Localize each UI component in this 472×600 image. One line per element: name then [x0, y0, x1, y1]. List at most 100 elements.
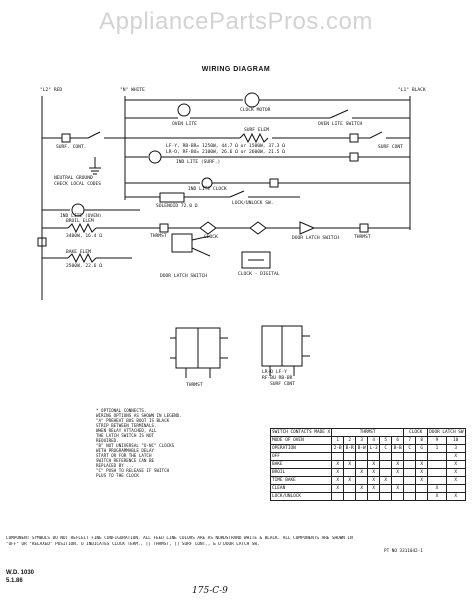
table-header-door: DOOR LATCH SW — [427, 428, 466, 437]
table-cell — [403, 452, 417, 461]
table-cell: BAKE — [269, 460, 333, 469]
table-cell: 10 — [445, 436, 466, 445]
table-cell: X — [343, 476, 357, 485]
table-cell — [367, 452, 381, 461]
table-cell — [391, 492, 405, 501]
handwritten-code: 175-C-9 — [192, 586, 228, 596]
oven-lite-bulb — [177, 103, 191, 117]
table-row: OPERATION 2-B B-R B-W L-3 C B-B C G 1 3 — [269, 444, 466, 453]
lr-lf-label: LR-O LF-Y — [262, 370, 287, 375]
table-cell — [355, 460, 369, 469]
broil-elem-label: BROIL ELEM — [66, 219, 94, 224]
neutral-ground-label: NEUTRAL GROUND — [54, 176, 93, 181]
note: PLUS TO THE CLOCK — [96, 473, 139, 478]
table-cell — [355, 452, 369, 461]
table-cell: TIME BAKE — [269, 476, 333, 485]
door-latch-box — [171, 233, 193, 253]
table-cell — [379, 468, 393, 477]
table-cell: X — [355, 484, 369, 493]
surf-elem-label: SURF ELEM — [244, 128, 269, 133]
thrmst-right-label: THRMST — [354, 235, 371, 240]
table-cell — [379, 484, 393, 493]
table-cell: X — [367, 476, 381, 485]
table-cell — [427, 468, 447, 477]
note: "C" PUSH TO RELEASE IF SWITCH — [96, 468, 170, 473]
wd-number: W.D. 1030 — [6, 570, 35, 576]
surf-cont-right-label: SURF CONT — [378, 145, 403, 150]
note: REPLACED BY ... — [96, 463, 134, 468]
surf-cont-left-label: SURF. CONT. — [56, 145, 87, 150]
n-rail-label: "N" WHITE — [120, 88, 145, 93]
table-cell: 3 — [445, 444, 466, 453]
door-latch-contact — [299, 221, 316, 235]
l2-rail-label: "L2" RED — [40, 88, 63, 93]
note: "A" PREHEAT BUS BOOT IS BLACK — [96, 418, 170, 423]
table-header-clock: CLOCK — [403, 428, 429, 437]
table-cell — [403, 484, 417, 493]
table-cell: 2 — [343, 436, 357, 445]
table-header-thrmst: THRMST — [331, 428, 405, 437]
note: WHEN RELAY ATTACHED, ALL — [96, 428, 157, 433]
table-cell: X — [391, 468, 405, 477]
table-cell — [391, 452, 405, 461]
table-cell — [415, 452, 429, 461]
ind-lite-surf — [148, 150, 162, 164]
table-cell: G — [415, 444, 429, 453]
table-row: CLEAN X X X X X — [269, 484, 466, 493]
table-cell: X — [343, 460, 357, 469]
footer-notes: COMPONENT SYMBOLS DO NOT REFLECT FINE CO… — [6, 536, 468, 547]
door-latch-switch-lower-label: DOOR LATCH SWITCH — [160, 274, 208, 279]
table-cell — [445, 484, 466, 493]
table-cell — [355, 476, 369, 485]
table-cell — [427, 476, 447, 485]
table-row: LOCK/UNLOCK X X — [269, 492, 466, 501]
table-cell: MODE OF OVEN — [269, 436, 333, 445]
bake-spec-label: 2500W, 22.6 Ω — [66, 264, 102, 269]
table-row: BAKE X X X X X X — [269, 460, 466, 469]
table-cell: 5 — [379, 436, 393, 445]
table-cell — [331, 452, 345, 461]
lock-unlock-label: LOCK/UNLOCK SW. — [232, 201, 274, 206]
table-row: MODE OF OVEN 1 2 3 4 5 6 7 8 9 10 — [269, 436, 466, 445]
table-cell: 9 — [427, 436, 447, 445]
thrmst-label: THRMST — [150, 234, 167, 239]
table-cell — [343, 492, 357, 501]
table-cell: 8 — [415, 436, 429, 445]
table-cell: CLEAN — [269, 484, 333, 493]
clock-contact — [199, 221, 217, 235]
note: "B" NOT UNIVERSAL "O-NC" CLOCKS — [96, 443, 175, 448]
note: WIRING OPTIONS AS SHOWN IN LEGEND. — [96, 413, 182, 418]
table-cell — [403, 492, 417, 501]
door-latch-switch-label: DOOR LATCH SWITCH — [292, 236, 340, 241]
table-cell — [415, 492, 429, 501]
check-local-label: CHECK LOCAL CODES — [54, 182, 102, 187]
table-cell: X — [379, 476, 393, 485]
note: SWITCH REFERENCE CAN BE — [96, 458, 154, 463]
footer-line-2: "OFF" OR "RELAXED" POSITION. O INDICATES… — [6, 541, 260, 547]
clock-digital-box — [241, 251, 271, 269]
table-cell — [403, 476, 417, 485]
part-number: PT NO 3311042-1 — [384, 549, 423, 554]
table-cell: C — [379, 444, 393, 453]
table-cell: X — [445, 468, 466, 477]
table-cell: OFF — [269, 452, 333, 461]
footer-line-1: COMPONENT SYMBOLS DO NOT REFLECT FINE CO… — [6, 536, 353, 541]
table-cell — [355, 492, 369, 501]
table-cell: LOCK/UNLOCK — [269, 492, 333, 501]
note: * OPTIONAL CONNECTS. — [96, 408, 147, 413]
table-cell — [427, 460, 447, 469]
table-cell: B-R — [343, 444, 357, 453]
table-cell: 4 — [367, 436, 381, 445]
table-cell: X — [445, 460, 466, 469]
ind-lite-surf-label: IND LITE (SURF.) — [176, 160, 221, 165]
table-cell — [391, 476, 405, 485]
note: REQUIRED. — [96, 438, 119, 443]
table-row: TIME BAKE X X X X X X — [269, 476, 466, 485]
clock-digital-label: CLOCK - DIGITAL — [238, 272, 280, 277]
table-cell: X — [367, 460, 381, 469]
table-cell — [343, 452, 357, 461]
table-cell: X — [445, 492, 466, 501]
wd-date: 5.1.86 — [6, 578, 23, 584]
diagram-title: WIRING DIAGRAM — [201, 66, 271, 73]
